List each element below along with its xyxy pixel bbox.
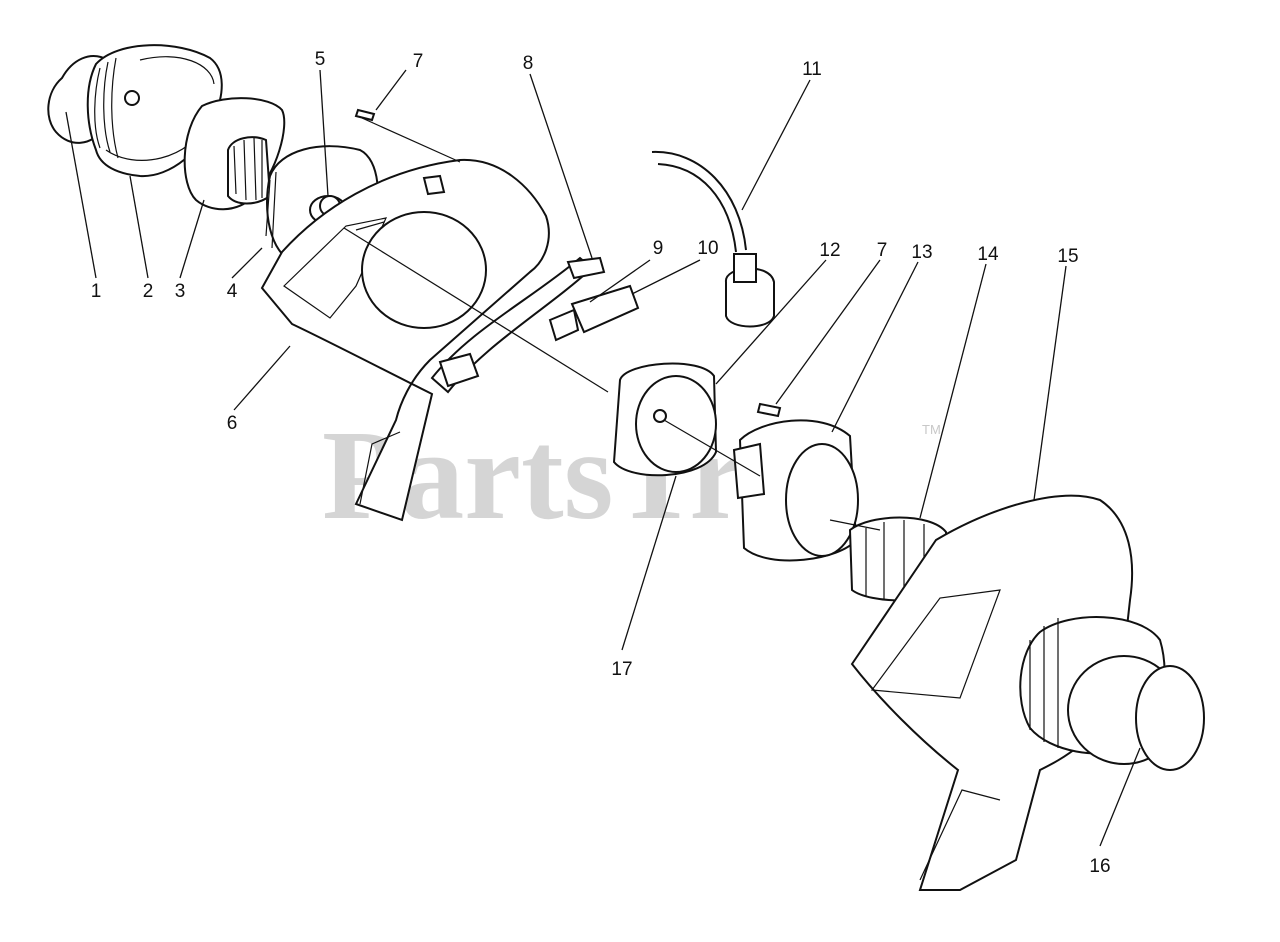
callout-14: 14 — [977, 244, 999, 265]
callout-13: 13 — [911, 242, 932, 263]
part-11-power-cord — [651, 150, 775, 328]
callout-5: 5 — [315, 49, 326, 70]
callout-11: 11 — [802, 59, 822, 80]
part-16-end-cap — [1019, 616, 1205, 771]
callout-9: 9 — [653, 238, 664, 259]
callout-labels: 1 2 3 4 5 6 7 8 9 10 11 12 7 13 14 15 16… — [91, 49, 1111, 877]
part-13-motor-shroud — [732, 419, 859, 562]
callout-8: 8 — [523, 53, 534, 74]
callout-15: 15 — [1057, 246, 1078, 267]
callout-1: 1 — [91, 281, 102, 302]
assembly-axis-lines — [343, 117, 881, 531]
part-9-switch-clip — [548, 308, 580, 342]
watermark-trademark: TM — [922, 422, 941, 437]
callout-4: 4 — [227, 281, 238, 302]
part-6-left-housing — [260, 158, 550, 522]
callout-16: 16 — [1089, 856, 1110, 877]
leader-lines — [65, 69, 1141, 847]
part-8-switch-bar — [430, 256, 606, 394]
callout-10: 10 — [697, 238, 718, 259]
callout-17: 17 — [611, 659, 632, 680]
callout-7-top: 7 — [413, 51, 424, 72]
callout-7-right: 7 — [877, 240, 888, 261]
callout-12: 12 — [819, 240, 840, 261]
callout-3: 3 — [175, 281, 186, 302]
callout-6: 6 — [227, 413, 238, 434]
callout-2: 2 — [143, 281, 154, 302]
part-10-switch — [570, 284, 640, 334]
part-7-screw-right — [756, 402, 782, 418]
part-12-bearing-housing — [612, 362, 718, 477]
part-7-screw-top — [354, 108, 376, 122]
